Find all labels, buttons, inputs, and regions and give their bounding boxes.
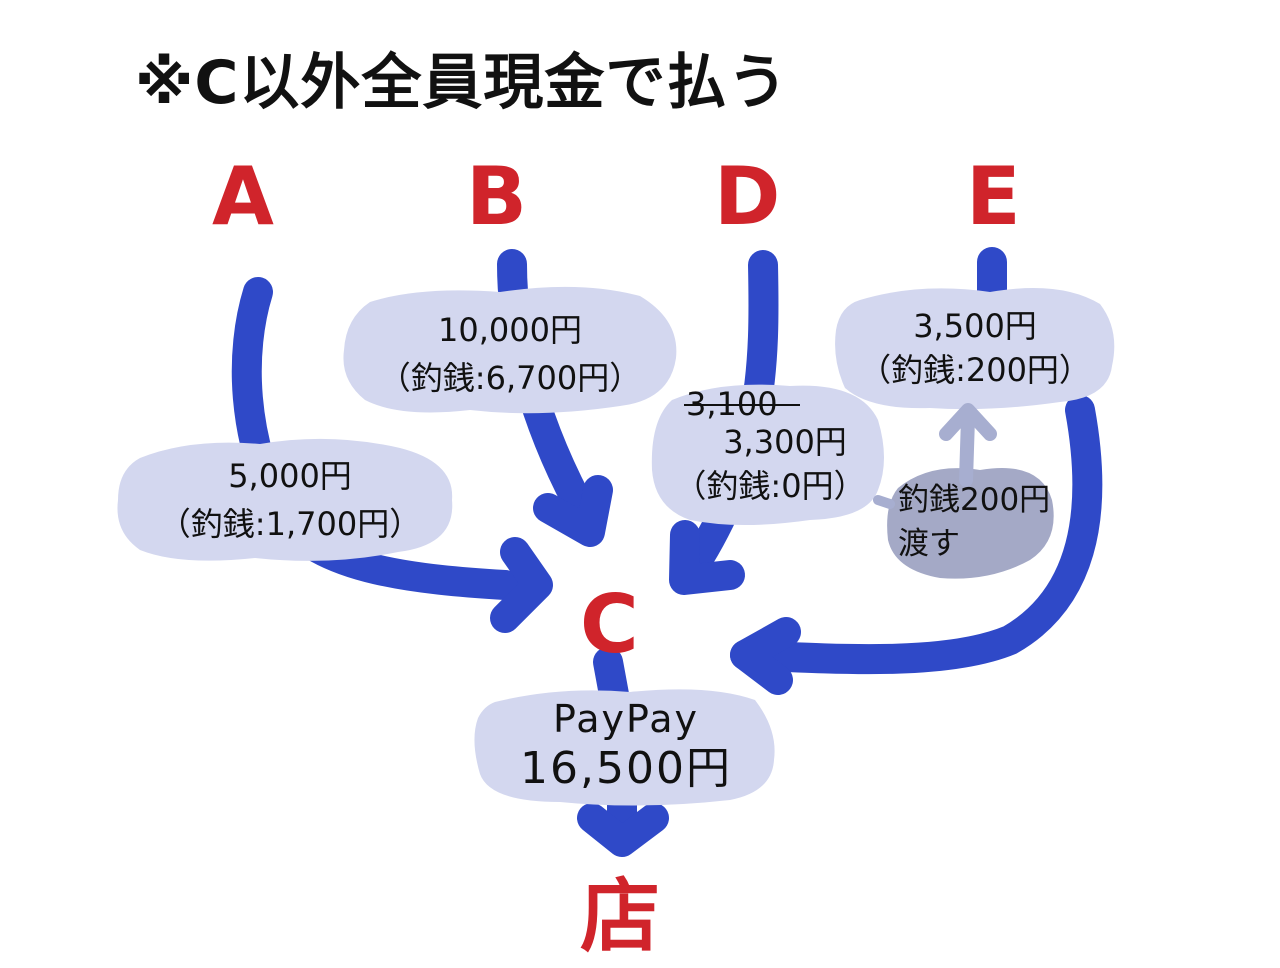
node-c: C <box>580 578 639 671</box>
label-a-amount: 5,000円 <box>228 457 352 495</box>
label-hand-over-line2: 渡す <box>898 526 960 562</box>
label-d-change: （釣銭:0円） <box>674 467 866 505</box>
node-shop: 店 <box>580 870 660 963</box>
label-e: 3,500円 （釣銭:200円） <box>850 304 1100 392</box>
arrowhead-d <box>669 520 745 595</box>
bubble-pay <box>474 689 775 806</box>
arrowhead-change-handover <box>939 403 997 441</box>
node-a: A <box>212 150 274 243</box>
bubble-hand-over <box>887 468 1054 579</box>
label-a: 5,000円 （釣銭:1,700円） <box>140 452 440 548</box>
label-pay: PayPay 16,500円 <box>478 694 774 794</box>
bubble-d <box>651 384 884 525</box>
label-b-change: （釣銭:6,700円） <box>378 359 642 397</box>
label-a-change: （釣銭:1,700円） <box>158 505 422 543</box>
bubble-a <box>117 438 453 561</box>
node-d: D <box>714 150 781 243</box>
label-b-amount: 10,000円 <box>438 311 582 349</box>
arrowhead-shop <box>577 803 669 857</box>
node-e: E <box>966 150 1021 243</box>
label-pay-method: PayPay <box>553 697 699 741</box>
label-d-crossed: 3,100 <box>686 385 778 423</box>
arrowhead-e <box>730 617 801 695</box>
label-e-change: （釣銭:200円） <box>859 351 1091 389</box>
arrowhead-b <box>533 475 613 547</box>
arrow-change-handover <box>959 411 975 487</box>
label-b: 10,000円 （釣銭:6,700円） <box>360 306 660 402</box>
connector-d-to-handover <box>873 495 895 509</box>
page-title: ※C以外全員現金で払う <box>135 48 789 118</box>
bubble-e <box>835 288 1115 410</box>
label-d-amount: 3,300円 <box>723 423 847 461</box>
arrowhead-a <box>490 537 553 633</box>
label-hand-over: 釣銭200円 渡す <box>898 478 1050 566</box>
label-d: 3,300円 （釣銭:0円） <box>660 420 880 508</box>
label-e-amount: 3,500円 <box>913 307 1037 345</box>
node-b: B <box>466 150 527 243</box>
label-hand-over-line1: 釣銭200円 <box>898 482 1051 518</box>
bubble-b <box>343 286 677 414</box>
label-pay-amount: 16,500円 <box>520 743 732 794</box>
